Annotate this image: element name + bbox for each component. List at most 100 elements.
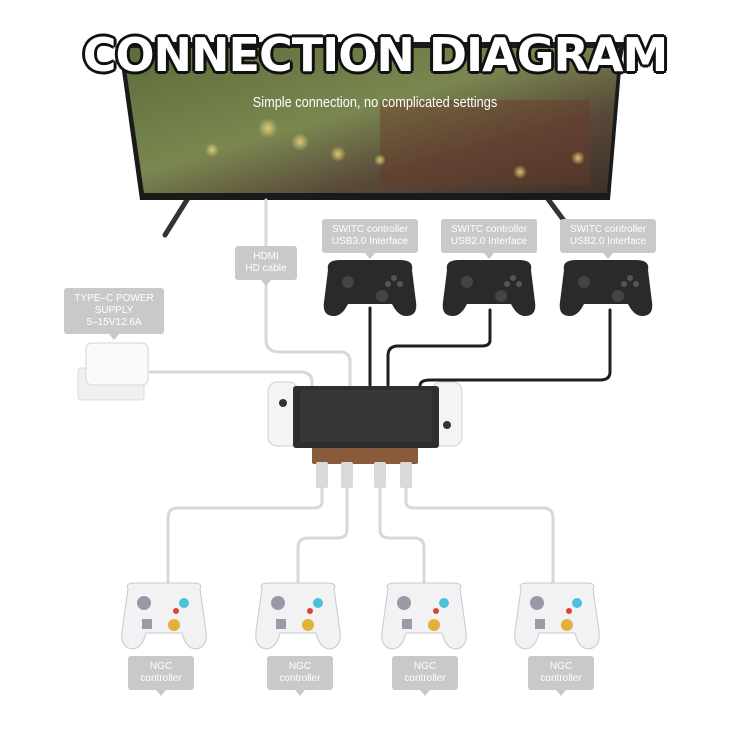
ngc-dpad: [402, 619, 412, 629]
ngc-b-button: [433, 608, 439, 614]
ngc-a-button: [313, 598, 323, 608]
label-line: USB2.0 Interface: [569, 236, 647, 247]
label-line: USB3.0 Interface: [331, 236, 409, 247]
pro-controller-button: [504, 281, 510, 287]
diagram-title: CONNECTION DIAGRAM: [82, 28, 669, 82]
label-line: controller: [540, 673, 582, 684]
tv-screen-light: [258, 118, 278, 138]
dock-port-4: [400, 462, 412, 488]
ngc-controller-2: [255, 582, 341, 650]
ngc-cable-2: [296, 483, 349, 587]
ngc-b-button: [307, 608, 313, 614]
pro-controller-stick: [342, 276, 354, 288]
label-switch-controller-2: SWITC controller USB2.0 Interface: [441, 219, 537, 259]
ngc-a-button: [179, 598, 189, 608]
switch-controller-3: [559, 260, 653, 316]
dock-port-2: [341, 462, 353, 488]
pro-controller-button: [391, 275, 397, 281]
switch-controller-1: [323, 260, 417, 316]
ngc-dpad: [142, 619, 152, 629]
label-line: NGC: [288, 661, 312, 672]
label-line: HD cable: [245, 263, 287, 274]
joycon-left-stick: [279, 399, 287, 407]
ngc-dpad: [535, 619, 545, 629]
label-hdmi: HDMI HD cable: [235, 246, 297, 286]
ngc-cable-1: [166, 483, 324, 587]
pro-controller-body: [559, 260, 653, 316]
label-switch-controller-3: SWITC controller USB2.0 Interface: [560, 219, 656, 259]
ngc-stick: [271, 596, 285, 610]
ngc-b-button: [566, 608, 572, 614]
pro-controller-button: [516, 281, 522, 287]
label-line: USB2.0 Interface: [450, 236, 528, 247]
label-line: SWITC controller: [450, 224, 528, 235]
label-switch-controller-1: SWITC controller USB3.0 Interface: [322, 219, 418, 259]
label-line: SWITC controller: [569, 224, 647, 235]
ngc-controller-body: [255, 582, 341, 650]
dock-port-1: [316, 462, 328, 488]
pro-controller-body: [323, 260, 417, 316]
ngc-controller-4: [514, 582, 600, 650]
ngc-stick: [137, 596, 151, 610]
tv-screen-light: [571, 151, 585, 165]
label-ngc-controller-2: NGC controller: [267, 656, 333, 696]
tv: [118, 42, 625, 238]
pro-controller-button: [627, 275, 633, 281]
ngc-b-button: [173, 608, 179, 614]
cables: [148, 198, 612, 587]
label-ngc-controller-1: NGC controller: [128, 656, 194, 696]
label-line: NGC: [413, 661, 437, 672]
dock-port-3: [374, 462, 386, 488]
pro-controller-button: [510, 275, 516, 281]
label-line: 5–15V12.6A: [86, 317, 142, 328]
pro-controller-stick: [578, 276, 590, 288]
tv-screen: [123, 48, 619, 193]
dock-wood-base: [312, 446, 418, 464]
switch-cable-2: [386, 308, 492, 387]
ngc-c-stick: [168, 619, 180, 631]
pro-controller-stick: [376, 290, 388, 302]
pro-controller-button: [621, 281, 627, 287]
tv-screen-light: [205, 143, 219, 157]
pro-controller-stick: [612, 290, 624, 302]
tv-leg-left: [162, 192, 193, 238]
power-adapter: [77, 342, 149, 401]
label-line: HDMI: [253, 251, 279, 262]
label-ngc-controller-3: NGC controller: [392, 656, 458, 696]
ngc-cable-4: [404, 483, 555, 587]
ngc-controller-body: [121, 582, 207, 650]
pro-controller-button: [633, 281, 639, 287]
label-line: NGC: [549, 661, 573, 672]
label-line: TYPE–C POWER: [74, 293, 154, 304]
ngc-stick: [397, 596, 411, 610]
label-line: controller: [279, 673, 321, 684]
pro-controller-stick: [495, 290, 507, 302]
ngc-a-button: [572, 598, 582, 608]
diagram-subtitle: Simple connection, no complicated settin…: [252, 94, 498, 111]
pro-controller-body: [442, 260, 536, 316]
switch-cable-3: [418, 308, 612, 388]
tv-screen-light: [374, 154, 386, 166]
ngc-c-stick: [428, 619, 440, 631]
pro-controller-button: [397, 281, 403, 287]
label-ngc-controller-4: NGC controller: [528, 656, 594, 696]
label-power: TYPE–C POWER SUPPLY 5–15V12.6A: [64, 288, 164, 340]
joycon-right-stick: [443, 421, 451, 429]
pro-controller-button: [385, 281, 391, 287]
pro-controller-stick: [461, 276, 473, 288]
tv-screen-light: [513, 165, 527, 179]
power-cable: [148, 370, 314, 390]
ngc-c-stick: [561, 619, 573, 631]
label-line: controller: [140, 673, 182, 684]
label-line: NGC: [149, 661, 173, 672]
ngc-controller-body: [514, 582, 600, 650]
ngc-stick: [530, 596, 544, 610]
tv-screen-light: [291, 133, 309, 151]
label-line: SUPPLY: [94, 305, 134, 316]
dock-screen: [300, 390, 432, 442]
label-line: controller: [404, 673, 446, 684]
ngc-c-stick: [302, 619, 314, 631]
power-adapter-body: [85, 342, 149, 386]
ngc-a-button: [439, 598, 449, 608]
